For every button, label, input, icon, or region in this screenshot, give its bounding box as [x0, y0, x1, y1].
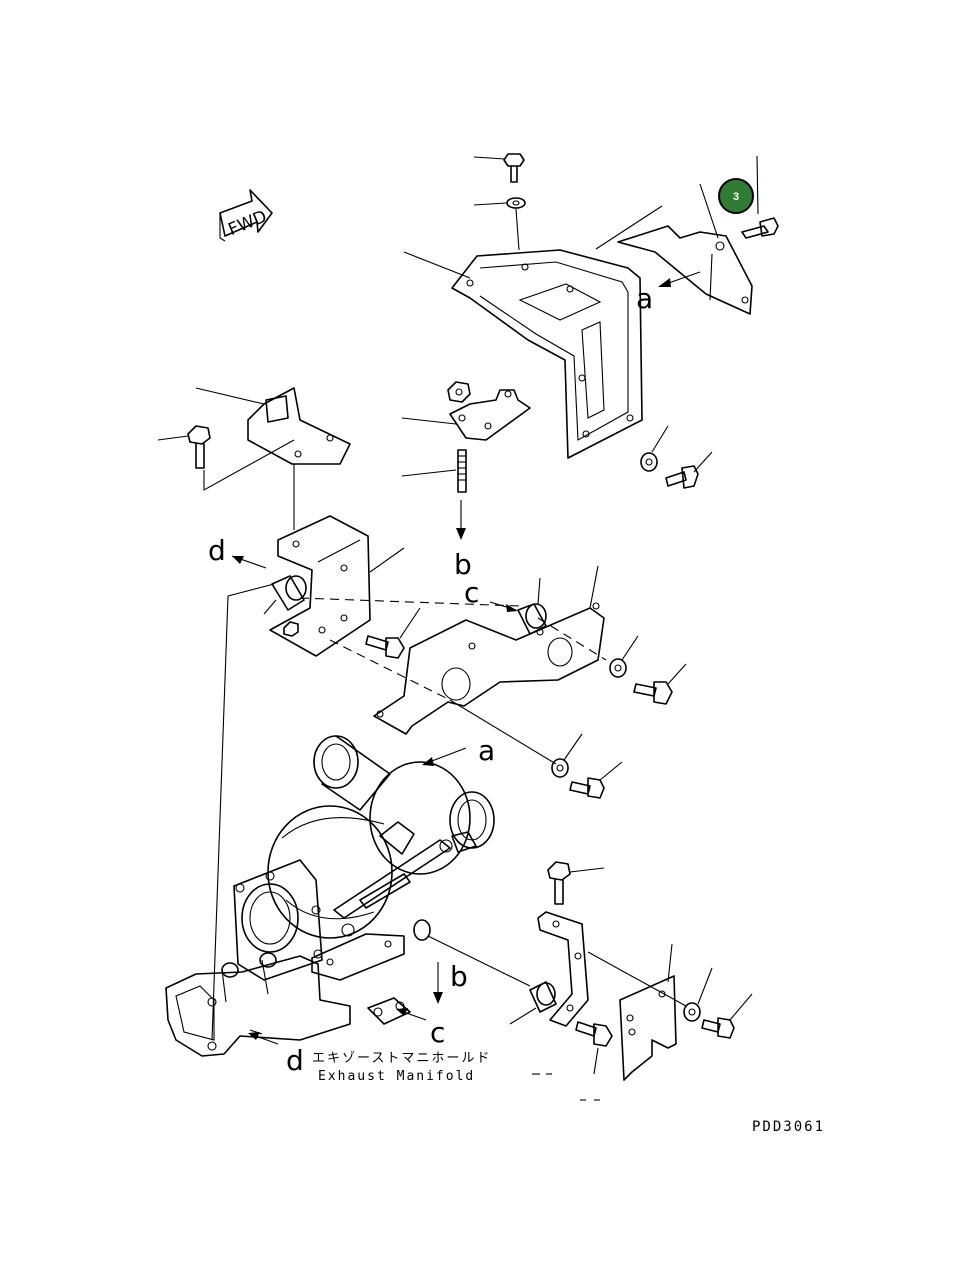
top-washer[interactable]: [473, 197, 526, 251]
arrow-a-upper: [658, 271, 701, 287]
washer-lower-right[interactable]: [683, 967, 713, 1022]
bolt-lower-center-2[interactable]: [575, 1021, 613, 1075]
manifold-label-en: Exhaust Manifold: [318, 1069, 475, 1084]
bolt-mid-right[interactable]: [633, 663, 687, 705]
arrow-d-upper: [231, 555, 267, 569]
spacer-center[interactable]: [517, 577, 547, 635]
left-upper-bolt[interactable]: [157, 425, 295, 530]
bolt-lower-right[interactable]: [701, 993, 753, 1039]
nut[interactable]: [447, 381, 471, 403]
mid-bolt[interactable]: [365, 607, 421, 659]
spacer-left[interactable]: [263, 575, 307, 615]
manifold-label-jp: エキゾーストマニホールド: [312, 1051, 491, 1066]
arrow-c-lower: [396, 1008, 427, 1021]
lower-right-plate[interactable]: [587, 943, 687, 1081]
ref-label-d-lower: d: [286, 1044, 304, 1077]
mid-left-bracket[interactable]: [269, 515, 405, 657]
bolt-lower-center[interactable]: [569, 761, 623, 799]
washer-mid-right[interactable]: [609, 635, 639, 678]
ref-line-d: [211, 595, 229, 1041]
forward-arrow-icon: FWD: [219, 189, 273, 242]
arrow-d-lower: [248, 1032, 279, 1045]
ref-label-b-upper: b: [454, 548, 472, 581]
lower-right-bracket[interactable]: [537, 911, 589, 1027]
arrow-b-lower: [433, 962, 443, 1004]
small-nut-left[interactable]: [283, 621, 299, 637]
callout-badge[interactable]: 3: [718, 155, 759, 215]
fwd-label: FWD: [226, 207, 270, 240]
ref-label-d-upper: d: [208, 534, 226, 567]
ref-label-a-upper: a: [636, 282, 653, 315]
upper-right-plate[interactable]: [617, 183, 753, 315]
washer-lower-center[interactable]: [551, 733, 583, 778]
drawing-code: PDD3061: [752, 1119, 825, 1135]
stud-bolt[interactable]: [401, 449, 467, 540]
bracket-bolt-right[interactable]: [665, 451, 713, 489]
left-upper-bracket[interactable]: [195, 387, 351, 465]
small-bracket[interactable]: [401, 389, 531, 441]
upper-right-bolt[interactable]: [741, 217, 779, 239]
upper-bracket[interactable]: [403, 205, 663, 459]
arrow-c-upper: [489, 601, 518, 612]
bracket-washer-right[interactable]: [640, 425, 669, 472]
spacer-lower-right[interactable]: [509, 981, 557, 1025]
ref-label-b-lower: b: [450, 960, 468, 993]
top-bolt[interactable]: [473, 153, 525, 183]
callout-number: 3: [733, 191, 739, 203]
bolt-lower-right-top[interactable]: [547, 861, 605, 905]
turbocharger[interactable]: [233, 735, 531, 987]
center-bracket[interactable]: [373, 565, 605, 735]
ref-label-c-upper: c: [464, 576, 479, 609]
ref-label-a-lower: a: [478, 734, 495, 767]
exhaust-manifold[interactable]: [165, 952, 411, 1057]
ref-label-c-lower: c: [430, 1016, 445, 1049]
